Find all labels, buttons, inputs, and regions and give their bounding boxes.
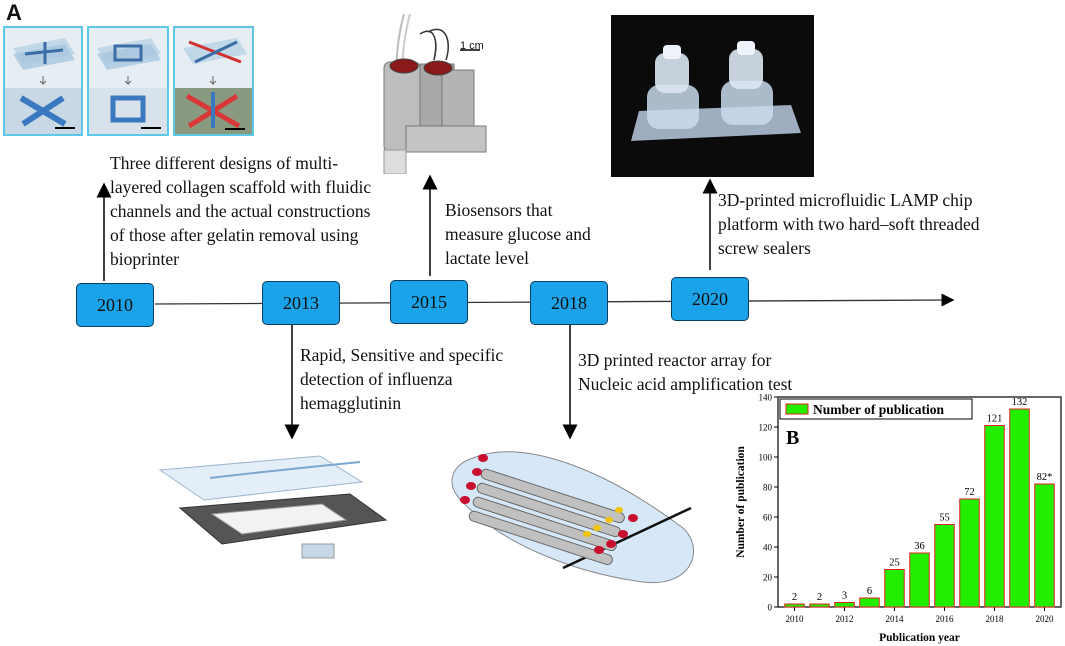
x-axis-title: Publication year xyxy=(879,632,960,644)
x-tick-label: 2020 xyxy=(1036,614,1055,624)
scaffold-image-1 xyxy=(3,26,83,136)
scale-bar-label: 1 cm xyxy=(460,40,484,52)
biosensor-device-image xyxy=(376,13,496,175)
y-tick-label: 120 xyxy=(759,423,773,433)
lamp-chip-photo xyxy=(611,15,814,177)
y-tick-label: 40 xyxy=(763,543,773,553)
year-box-2020: 2020 xyxy=(671,277,749,321)
bar-2016 xyxy=(934,524,955,608)
panel-label-a: A xyxy=(6,0,22,25)
year-box-2013: 2013 xyxy=(262,281,340,325)
bar-2018 xyxy=(984,425,1005,608)
data-label-2010: 2 xyxy=(792,592,797,603)
bar-2013 xyxy=(859,597,880,608)
x-tick-label: 2014 xyxy=(886,614,905,624)
caption-2013: Rapid, Sensitive and specific detection … xyxy=(300,345,504,413)
y-axis-title: Number of publication xyxy=(735,446,747,558)
bar-2014 xyxy=(884,569,905,608)
year-box-2018: 2018 xyxy=(530,281,608,325)
caption-2018: 3D printed reactor array for Nucleic aci… xyxy=(578,350,793,394)
legend-box xyxy=(779,398,973,420)
data-label-2017: 72 xyxy=(964,487,975,498)
caption-2015: Biosensors that measure glucose and lact… xyxy=(445,200,591,268)
data-label-2016: 55 xyxy=(939,513,950,524)
bar-2015 xyxy=(909,552,930,608)
y-tick-label: 60 xyxy=(763,513,773,523)
caption-2020: 3D-printed microfluidic LAMP chip platfo… xyxy=(718,190,980,258)
data-label-2012: 3 xyxy=(842,591,847,602)
x-tick-label: 2016 xyxy=(936,614,955,624)
paper-sensor-image xyxy=(150,448,400,568)
y-tick-label: 20 xyxy=(763,573,773,583)
y-tick-label: 140 xyxy=(759,393,773,403)
year-box-2015: 2015 xyxy=(390,280,468,324)
data-label-2019: 132 xyxy=(1012,397,1028,408)
reactor-array-image xyxy=(443,438,701,590)
bar-2019 xyxy=(1009,408,1030,608)
year-box-2010: 2010 xyxy=(76,283,154,327)
x-tick-label: 2018 xyxy=(986,614,1005,624)
y-tick-label: 80 xyxy=(763,483,773,493)
scaffold-image-3 xyxy=(173,26,254,136)
legend-swatch xyxy=(785,403,809,415)
legend-label: Number of publication xyxy=(813,402,945,417)
bar-2020 xyxy=(1034,483,1055,608)
panel-label-b: B xyxy=(786,427,799,449)
data-label-2013: 6 xyxy=(867,586,872,597)
y-tick-label: 0 xyxy=(768,603,773,613)
data-label-2020: 82* xyxy=(1037,472,1053,483)
scaffold-image-2 xyxy=(87,26,169,136)
bar-2011 xyxy=(809,603,830,608)
data-label-2015: 36 xyxy=(914,541,925,552)
bar-2012 xyxy=(834,602,855,608)
publication-bar-chart: 0 20 40 60 80 100 120 140 2010 2012 2014 2016 2018 20… xyxy=(735,393,1062,644)
bar-2017 xyxy=(959,498,980,608)
x-tick-label: 2010 xyxy=(786,614,805,624)
x-tick-label: 2012 xyxy=(836,614,854,624)
bar-2010 xyxy=(784,603,805,608)
data-label-2018: 121 xyxy=(987,414,1003,425)
data-label-2014: 25 xyxy=(889,558,900,569)
data-label-2011: 2 xyxy=(817,592,822,603)
caption-2010: Three different designs of multi-layered… xyxy=(110,153,372,269)
y-tick-label: 100 xyxy=(759,453,773,463)
